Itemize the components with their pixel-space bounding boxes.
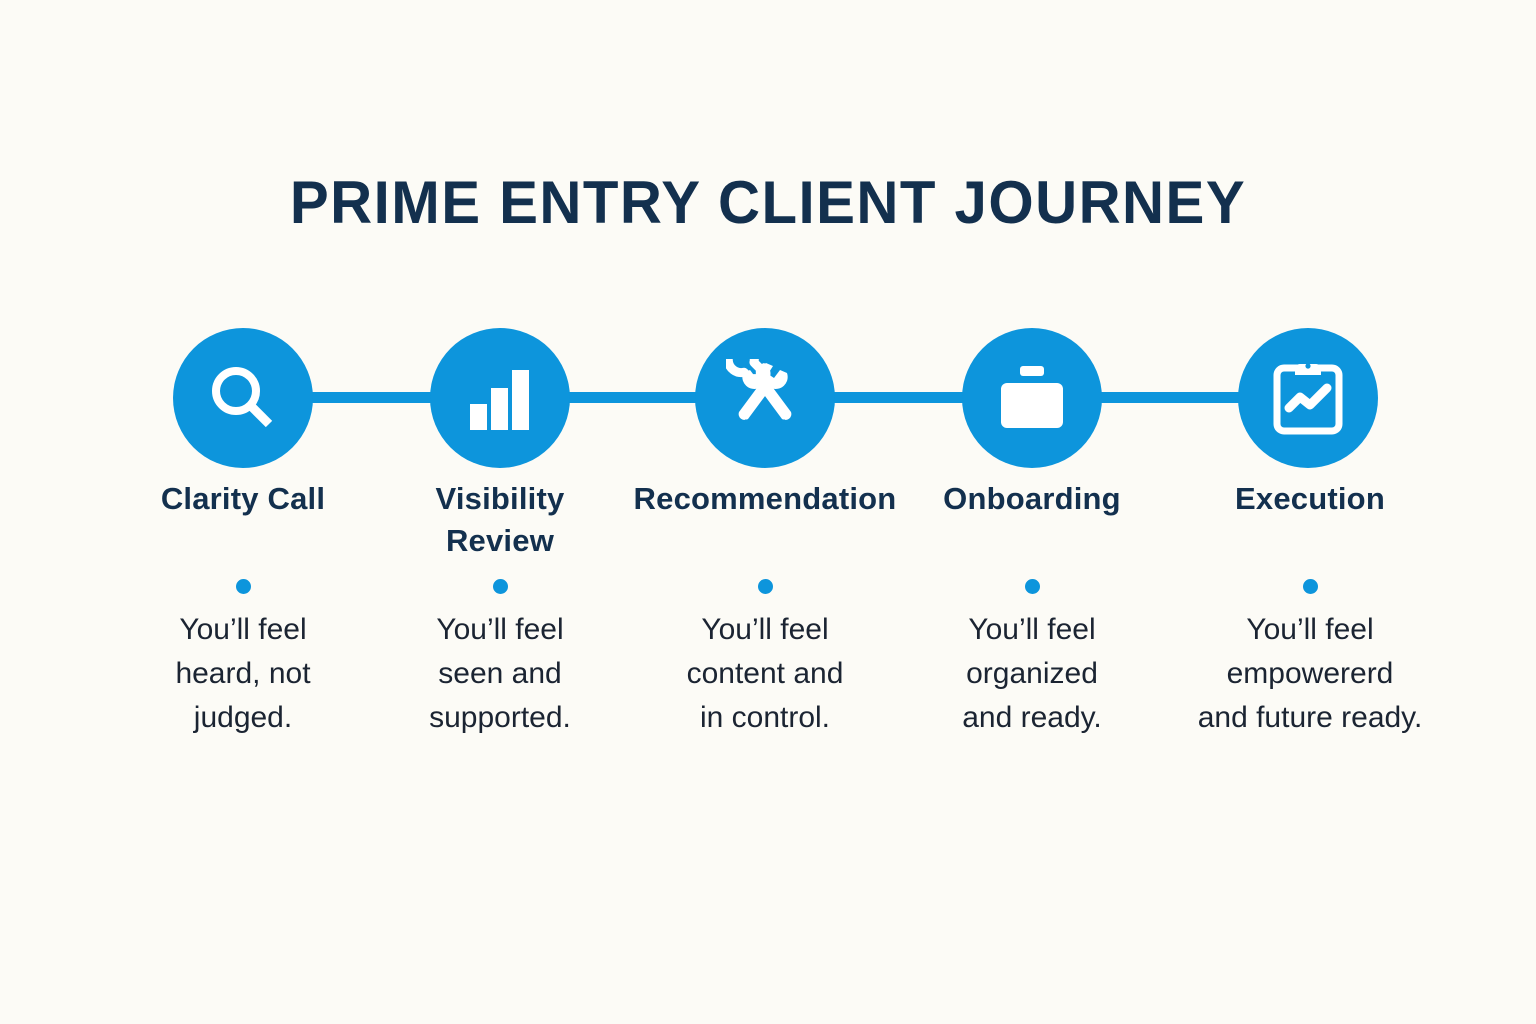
page-title: PRIME ENTRY CLIENT JOURNEY <box>289 169 1247 236</box>
separator-dot <box>1302 578 1318 594</box>
step-label-execution: Execution <box>1160 478 1460 520</box>
step-label-clarity-call: Clarity Call <box>118 478 368 520</box>
step-column-recommendation: Recommendation You’ll feel content and i… <box>620 478 910 740</box>
separator-dot-wrap <box>907 564 1157 608</box>
separator-dot-wrap <box>375 564 625 608</box>
description-line: You’ll feel <box>179 613 307 646</box>
bar-chart-icon <box>464 362 536 434</box>
separator-dot <box>235 578 251 594</box>
step-description-execution: You’ll feel empowererd and future ready. <box>1160 608 1460 740</box>
description-line: in control. <box>699 701 831 734</box>
step-label-line: Clarity Call <box>160 481 326 516</box>
separator-dot-wrap <box>1160 564 1460 608</box>
description-line: You’ll feel <box>701 613 829 646</box>
step-node-visibility-review[interactable] <box>430 328 570 468</box>
description-line: and future ready. <box>1197 701 1423 734</box>
step-label-line: Onboarding <box>943 481 1121 516</box>
step-label-line: Visibility <box>435 481 565 516</box>
step-description-onboarding: You’ll feel organized and ready. <box>907 608 1157 740</box>
step-column-visibility-review: Visibility Review You’ll feel seen and s… <box>375 478 625 740</box>
step-column-onboarding: Onboarding You’ll feel organized and rea… <box>907 478 1157 740</box>
description-line: You’ll feel <box>436 613 564 646</box>
separator-dot <box>492 578 508 594</box>
step-label-line: Execution <box>1235 481 1385 516</box>
step-column-clarity-call: Clarity Call You’ll feel heard, not judg… <box>118 478 368 740</box>
step-node-clarity-call[interactable] <box>173 328 313 468</box>
description-line: heard, not <box>175 657 311 690</box>
step-description-recommendation: You’ll feel content and in control. <box>620 608 910 740</box>
description-line: You’ll feel <box>968 613 1096 646</box>
steps-text-columns: Clarity Call You’ll feel heard, not judg… <box>0 478 1536 778</box>
description-line: and ready. <box>962 701 1102 734</box>
briefcase-icon <box>993 364 1071 432</box>
step-node-recommendation[interactable] <box>695 328 835 468</box>
description-line: judged. <box>193 701 293 734</box>
step-label-onboarding: Onboarding <box>907 478 1157 520</box>
description-line: content and <box>686 657 844 690</box>
separator-dot <box>757 578 773 594</box>
journey-rail <box>150 310 1390 480</box>
separator-dot-wrap <box>118 564 368 608</box>
step-label-visibility-review: Visibility Review <box>375 478 625 562</box>
step-column-execution: Execution You’ll feel empowererd and fut… <box>1160 478 1460 740</box>
separator-dot-wrap <box>620 564 910 608</box>
tools-icon <box>726 359 804 437</box>
search-icon <box>204 359 282 437</box>
description-line: You’ll feel <box>1246 613 1374 646</box>
step-description-clarity-call: You’ll feel heard, not judged. <box>118 608 368 740</box>
description-line: supported. <box>429 701 571 734</box>
step-label-recommendation: Recommendation <box>620 478 910 520</box>
description-line: seen and <box>438 657 562 690</box>
step-label-line: Recommendation <box>633 481 897 516</box>
step-node-execution[interactable] <box>1238 328 1378 468</box>
step-node-onboarding[interactable] <box>962 328 1102 468</box>
step-label-line: Review <box>445 523 555 558</box>
separator-dot <box>1024 578 1040 594</box>
clipboard-chart-icon <box>1270 358 1346 438</box>
description-line: organized <box>966 657 1098 690</box>
step-description-visibility-review: You’ll feel seen and supported. <box>375 608 625 740</box>
description-line: empowererd <box>1226 657 1394 690</box>
